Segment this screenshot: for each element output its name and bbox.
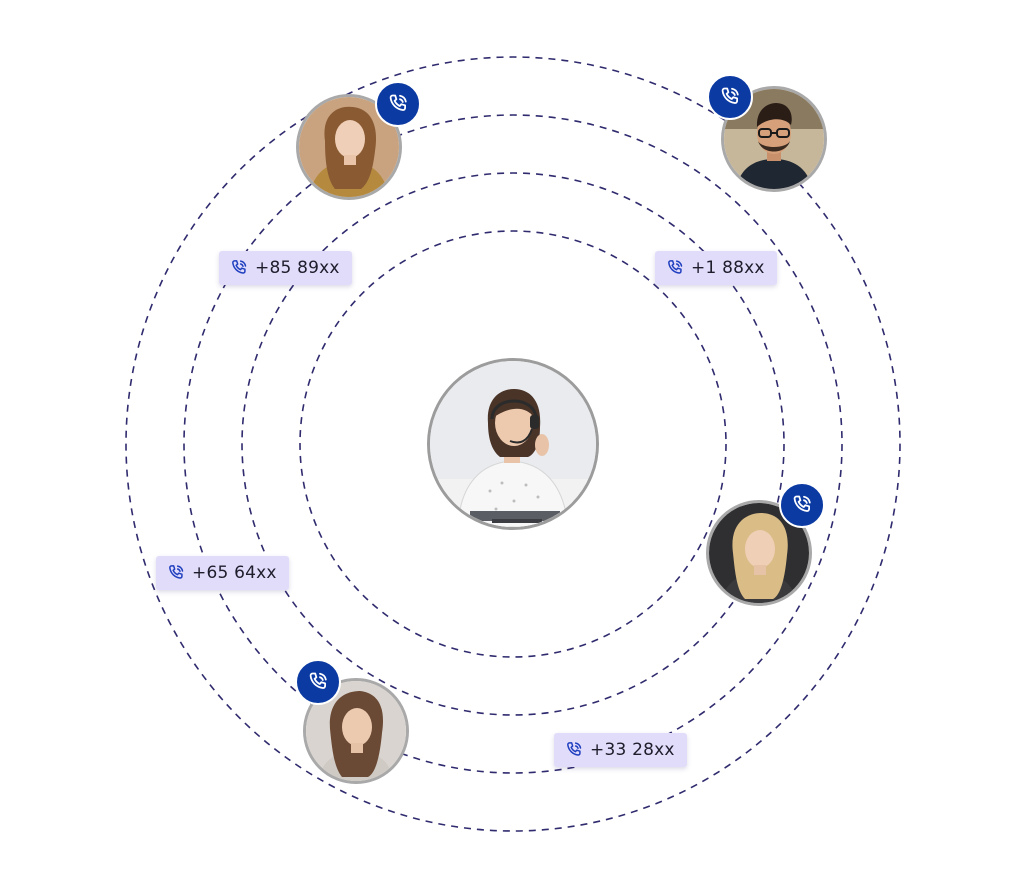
number-chip-label: +65 64xx	[192, 563, 277, 583]
headset-agent-icon	[430, 361, 596, 527]
phone-call-icon	[389, 94, 407, 111]
phone-call-icon	[721, 87, 739, 104]
center-agent-avatar	[427, 358, 599, 530]
number-chip-65[interactable]: +65 64xx	[156, 556, 289, 590]
number-chip-label: +85 89xx	[255, 258, 340, 278]
number-chip-label: +33 28xx	[590, 740, 675, 760]
orbit-ring-3	[183, 114, 843, 774]
number-chip-label: +1 88xx	[691, 258, 765, 278]
number-chip-1[interactable]: +1 88xx	[655, 251, 777, 285]
phone-call-icon	[309, 672, 327, 689]
call-badge-right[interactable]	[779, 482, 825, 528]
orbit-ring-4	[125, 56, 901, 832]
call-badge-bottom-left[interactable]	[295, 659, 341, 705]
phone-call-icon	[169, 565, 184, 579]
call-badge-top-left[interactable]	[375, 81, 421, 127]
phone-call-icon	[232, 260, 247, 274]
phone-call-icon	[668, 260, 683, 274]
phone-call-icon	[793, 495, 811, 512]
orbit-ring-1	[299, 230, 727, 658]
call-badge-top-right[interactable]	[707, 74, 753, 120]
number-chip-33[interactable]: +33 28xx	[554, 733, 687, 767]
phone-call-icon	[567, 742, 582, 756]
orbit-ring-2	[241, 172, 785, 716]
number-chip-85[interactable]: +85 89xx	[219, 251, 352, 285]
